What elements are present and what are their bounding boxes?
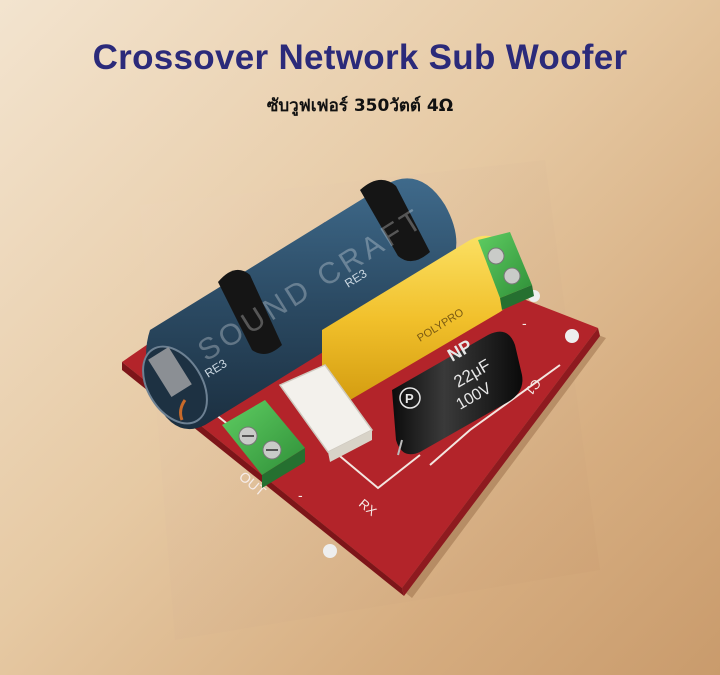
np-capacitor: NP 22μF 100V P bbox=[392, 331, 523, 456]
terminal-block-out bbox=[222, 400, 305, 488]
page-title: Crossover Network Sub Woofer bbox=[92, 38, 628, 77]
np-capacitor-brand-badge bbox=[399, 387, 421, 409]
pcb-edge-right bbox=[402, 328, 600, 596]
mount-hole bbox=[565, 329, 579, 343]
silk-line bbox=[334, 451, 421, 490]
np-capacitor-brand: P bbox=[405, 391, 414, 406]
ceramic-resistor bbox=[278, 364, 374, 462]
pcb-label-minus: - bbox=[298, 487, 303, 503]
silk-line bbox=[429, 364, 561, 466]
terminal-block-in bbox=[478, 232, 534, 310]
pcb-label-minus: - bbox=[522, 315, 527, 331]
page-subtitle: ซับวูฟเฟอร์ 350วัตต์ 4Ω bbox=[266, 96, 454, 116]
big-capacitor: RE3 RE3 bbox=[142, 178, 457, 430]
mount-hole bbox=[323, 544, 337, 558]
